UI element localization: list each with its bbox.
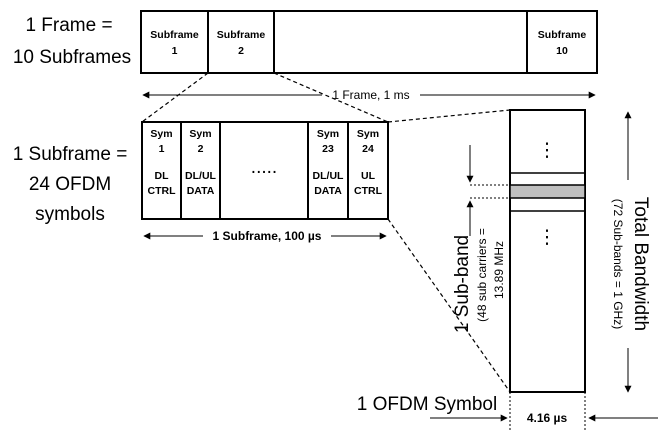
sub-band-label-line1: 1 Sub-band (452, 235, 473, 333)
sub-band-label-line3: 13.89 MHz (492, 241, 506, 299)
frame-cell-10-line2: 10 (556, 45, 568, 57)
sym-23-line3: DL/UL (313, 170, 344, 182)
frame-cell-1-line2: 1 (172, 45, 178, 57)
frame-cell-2-line1: Subframe (217, 29, 266, 41)
sym-24-line2: 24 (362, 143, 374, 155)
subframe-label-line1: 1 Subframe = (13, 144, 128, 165)
subframe-bar (141, 121, 389, 220)
ofdm-symbol-column (509, 109, 586, 393)
sym-2-line2: 2 (198, 143, 204, 155)
subframe-duration-label-bg (203, 228, 331, 244)
frame-label-line2: 10 Subframes (13, 47, 131, 68)
sym-1-line1: Sym (150, 128, 172, 140)
total-bandwidth-label-line2: (72 Sub-bands = 1 GHz) (611, 199, 625, 329)
ofdm-symbol-label: 1 OFDM Symbol (357, 394, 497, 415)
sym-1-line3: DL (155, 170, 170, 182)
sym-24-line1: Sym (357, 128, 379, 140)
frame-label-line1: 1 Frame = (25, 15, 112, 36)
sym-24-line4: CTRL (354, 185, 383, 197)
sym-24-line3: UL (361, 170, 376, 182)
sym-2-line3: DL/UL (185, 170, 216, 182)
ofdm-ellipsis-bottom: ⋮ (538, 227, 557, 248)
frame-duration-label: 1 Frame, 1 ms (332, 88, 409, 102)
sym-23-line1: Sym (317, 128, 339, 140)
sub-band-highlight (509, 184, 586, 199)
frame-cell-2-line2: 2 (238, 45, 244, 57)
sym-23-line4: DATA (314, 185, 342, 197)
subframe-label-line2: 24 OFDM (29, 174, 111, 195)
sym-1-line2: 1 (159, 143, 165, 155)
zoom-line-sym-bottom (387, 218, 511, 393)
sym-23-line2: 23 (322, 143, 334, 155)
ofdm-ellipsis-top: ⋮ (538, 140, 557, 161)
frame-cell-1-line1: Subframe (150, 29, 199, 41)
sym-1-line4: CTRL (148, 185, 177, 197)
frame-duration-label-bg (322, 87, 420, 103)
total-bandwidth-label-line1: Total Bandwidth (630, 197, 651, 331)
total-bandwidth-label-bg (618, 180, 658, 348)
sub-band-label-line2: (48 sub carriers = (475, 228, 489, 322)
subframe-label-line3: symbols (35, 204, 105, 225)
sym-2-line1: Sym (189, 128, 211, 140)
frame-bar (140, 10, 598, 74)
zoom-line-sym-top (387, 109, 511, 123)
subframe-ellipsis: ..... (251, 157, 277, 178)
zoom-line-left (141, 72, 209, 123)
subframe-duration-label: 1 Subframe, 100 µs (213, 229, 322, 243)
ofdm-duration-label: 4.16 µs (527, 411, 568, 425)
sym-2-line4: DATA (187, 185, 215, 197)
frame-cell-10-line1: Subframe (538, 29, 587, 41)
